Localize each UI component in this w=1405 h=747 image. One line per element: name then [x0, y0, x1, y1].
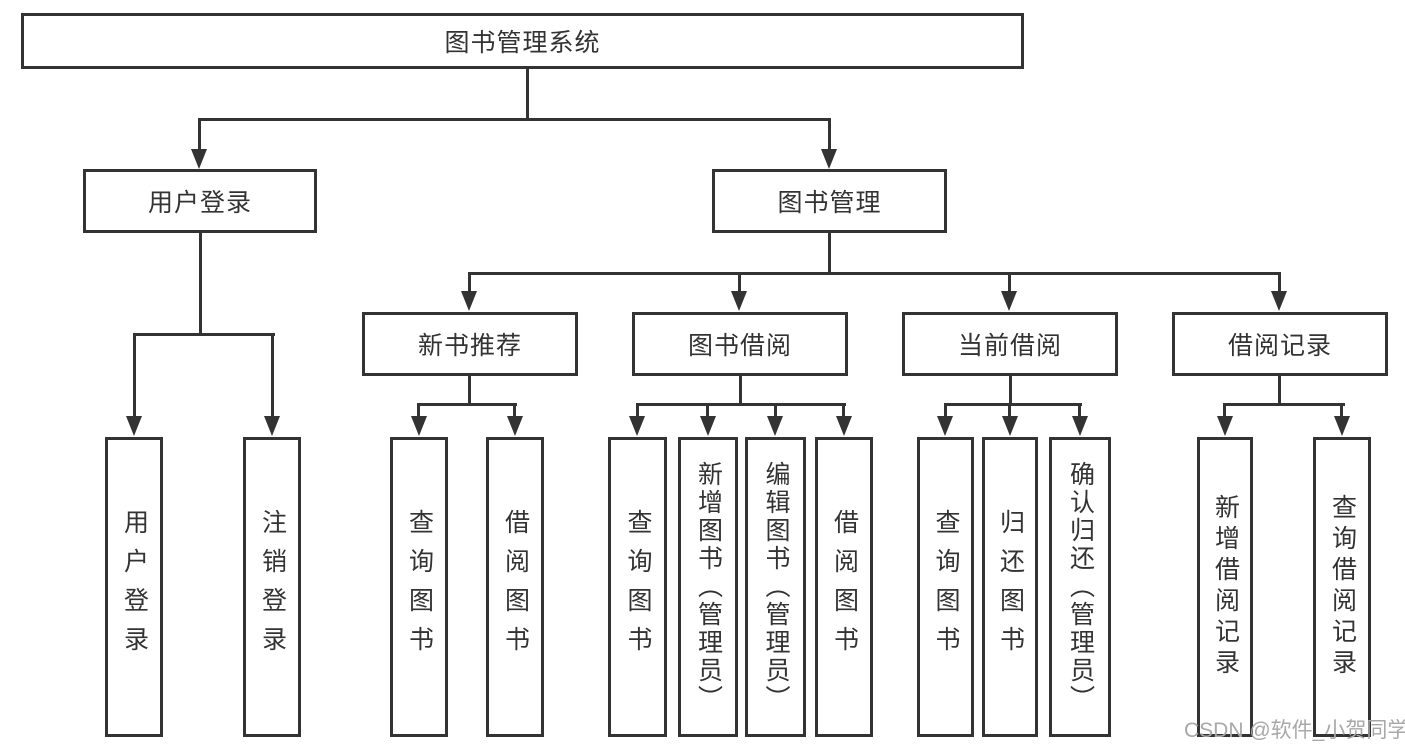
csdn-watermark: CSDN @软件_小贺同学 — [1184, 719, 1405, 742]
node-label: 查询借阅记录 — [1328, 494, 1357, 680]
connector-line — [636, 403, 639, 418]
leaf-add-books-admin: 新增图书（管理员） — [678, 437, 738, 737]
connector-line — [1278, 272, 1281, 294]
arrow-down-icon — [264, 416, 280, 436]
arrow-down-icon — [1271, 291, 1287, 311]
node-label: 新增借阅记录 — [1211, 494, 1240, 680]
connector-line — [1008, 272, 1011, 294]
node-label: 查询图书 — [624, 509, 652, 665]
connector-line — [133, 333, 136, 418]
leaf-confirm-return-admin: 确认归还（管理员） — [1049, 437, 1111, 737]
connector-line — [1078, 403, 1081, 418]
arrow-down-icon — [767, 416, 783, 436]
node-label: 查询图书 — [405, 509, 434, 665]
arrow-down-icon — [836, 416, 852, 436]
node-label: 当前借阅 — [957, 332, 1062, 360]
leaf-query-books-current: 查询图书 — [917, 437, 974, 737]
node-label: 用户登录 — [120, 509, 149, 665]
connector-line — [944, 403, 1082, 406]
arrow-down-icon — [1217, 416, 1233, 436]
leaf-query-borrow-record: 查询借阅记录 — [1313, 437, 1371, 737]
arrow-down-icon — [1072, 416, 1088, 436]
arrow-down-icon — [937, 416, 953, 436]
leaf-return-books: 归还图书 — [982, 437, 1038, 737]
connector-line — [1278, 376, 1281, 406]
arrow-down-icon — [821, 149, 837, 169]
node-label: 编辑图书（管理员） — [762, 461, 790, 713]
node-current-borrowing: 当前借阅 — [902, 312, 1118, 376]
connector-line — [828, 233, 831, 275]
node-label: 图书借阅 — [687, 332, 792, 360]
node-user-login: 用户登录 — [83, 169, 317, 233]
connector-line — [1223, 403, 1345, 406]
node-label: 注销登录 — [258, 509, 287, 665]
node-new-book-recommendation: 新书推荐 — [362, 312, 578, 376]
connector-line — [1008, 403, 1011, 418]
leaf-borrow-books: 借阅图书 — [815, 437, 873, 737]
leaf-user-login: 用户登录 — [105, 437, 163, 737]
leaf-borrow-books-recommend: 借阅图书 — [486, 437, 544, 737]
node-label: 用户登录 — [147, 189, 252, 217]
leaf-logout: 注销登录 — [243, 437, 301, 737]
connector-line — [1223, 403, 1226, 418]
connector-line — [417, 403, 420, 418]
arrow-down-icon — [1001, 291, 1017, 311]
connector-line — [706, 403, 709, 418]
connector-line — [198, 118, 201, 152]
node-label: 查询图书 — [932, 509, 960, 665]
connector-line — [271, 333, 274, 418]
arrow-down-icon — [1002, 416, 1018, 436]
node-label: 图书管理系统 — [444, 29, 601, 57]
connector-line — [774, 403, 777, 418]
arrow-down-icon — [461, 291, 477, 311]
node-label: 图书管理 — [777, 189, 882, 217]
leaf-add-borrow-record: 新增借阅记录 — [1197, 437, 1253, 737]
node-book-borrowing: 图书借阅 — [632, 312, 848, 376]
connector-line — [526, 69, 529, 121]
connector-line — [636, 403, 846, 406]
connector-line — [468, 272, 471, 294]
node-library-management-system: 图书管理系统 — [21, 13, 1024, 69]
connector-line — [468, 376, 471, 406]
connector-line — [1340, 403, 1343, 418]
leaf-query-books-recommend: 查询图书 — [390, 437, 448, 737]
node-label: 确认归还（管理员） — [1066, 461, 1095, 713]
connector-line — [1009, 376, 1012, 406]
connector-line — [842, 403, 845, 418]
connector-line — [944, 403, 947, 418]
node-label: 借阅图书 — [501, 509, 530, 665]
connector-line — [739, 376, 742, 406]
node-label: 借阅记录 — [1227, 332, 1332, 360]
node-label: 新书推荐 — [417, 332, 522, 360]
leaf-edit-books-admin: 编辑图书（管理员） — [745, 437, 806, 737]
arrow-down-icon — [731, 291, 747, 311]
connector-line — [133, 333, 275, 336]
leaf-query-books-borrow: 查询图书 — [608, 437, 667, 737]
arrow-down-icon — [700, 416, 716, 436]
node-borrowing-records: 借阅记录 — [1172, 312, 1388, 376]
connector-line — [828, 118, 831, 152]
connector-line — [738, 272, 741, 294]
arrow-down-icon — [507, 416, 523, 436]
arrow-down-icon — [629, 416, 645, 436]
connector-line — [198, 118, 830, 121]
arrow-down-icon — [411, 416, 427, 436]
arrow-down-icon — [1334, 416, 1350, 436]
node-label: 借阅图书 — [830, 509, 859, 665]
connector-line — [199, 233, 202, 336]
connector-line — [513, 403, 516, 418]
node-label: 归还图书 — [996, 509, 1025, 665]
node-label: 新增图书（管理员） — [694, 461, 723, 713]
connector-line — [468, 272, 1281, 275]
arrow-down-icon — [126, 416, 142, 436]
connector-line — [417, 403, 517, 406]
node-book-management: 图书管理 — [712, 169, 947, 233]
arrow-down-icon — [191, 149, 207, 169]
